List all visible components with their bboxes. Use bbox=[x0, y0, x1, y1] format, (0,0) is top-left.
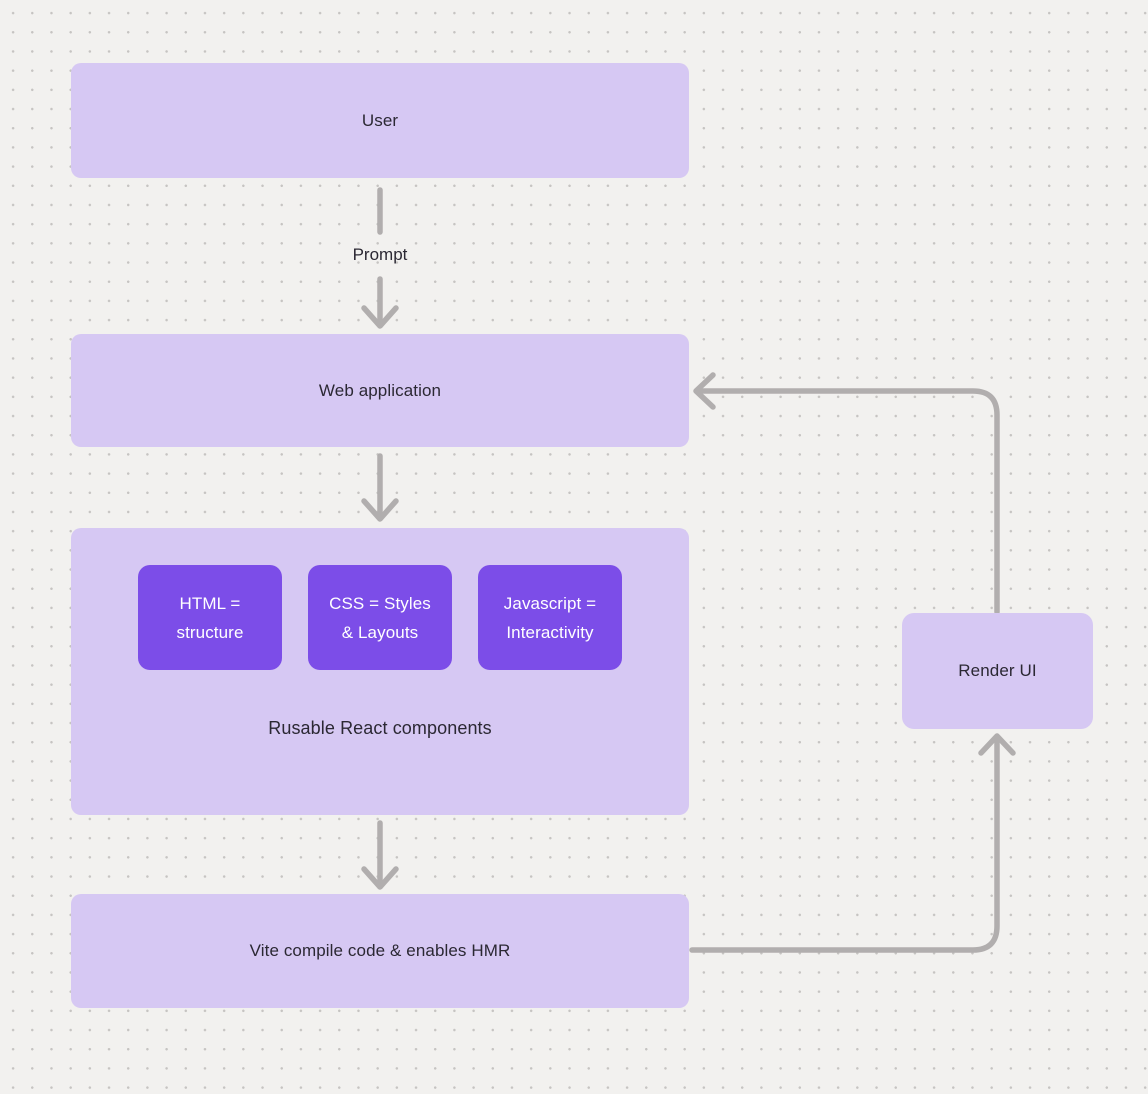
node-vite: Vite compile code & enables HMR bbox=[71, 894, 689, 1008]
chip-javascript: Javascript = Interactivity bbox=[478, 565, 622, 670]
edge-renderui-to-webapp bbox=[693, 372, 1000, 615]
chip-html: HTML = structure bbox=[138, 565, 282, 670]
chip-css-line2: & Layouts bbox=[341, 622, 419, 642]
edge-components-to-vite bbox=[361, 820, 399, 890]
components-caption: Rusable React components bbox=[268, 718, 492, 738]
node-user-label: User bbox=[361, 110, 399, 130]
edge-vite-to-renderui bbox=[689, 733, 1016, 953]
chip-javascript-line2: Interactivity bbox=[506, 622, 594, 642]
chip-javascript-line1: Javascript = bbox=[503, 593, 597, 613]
node-web-application: Web application bbox=[71, 334, 689, 447]
chip-css: CSS = Styles & Layouts bbox=[308, 565, 452, 670]
node-web-application-label: Web application bbox=[318, 380, 442, 400]
node-user: User bbox=[71, 63, 689, 178]
edge-label-prompt: Prompt bbox=[352, 245, 408, 264]
node-render-ui-label: Render UI bbox=[958, 661, 1037, 680]
chip-css-line1: CSS = Styles bbox=[329, 593, 431, 613]
edge-webapp-to-components bbox=[361, 453, 399, 522]
node-vite-label: Vite compile code & enables HMR bbox=[249, 941, 511, 960]
chip-html-line2: structure bbox=[176, 622, 244, 642]
node-components-group: HTML = structure CSS = Styles & Layouts … bbox=[71, 528, 689, 815]
chip-html-line1: HTML = bbox=[179, 593, 241, 613]
node-render-ui: Render UI bbox=[902, 613, 1093, 729]
